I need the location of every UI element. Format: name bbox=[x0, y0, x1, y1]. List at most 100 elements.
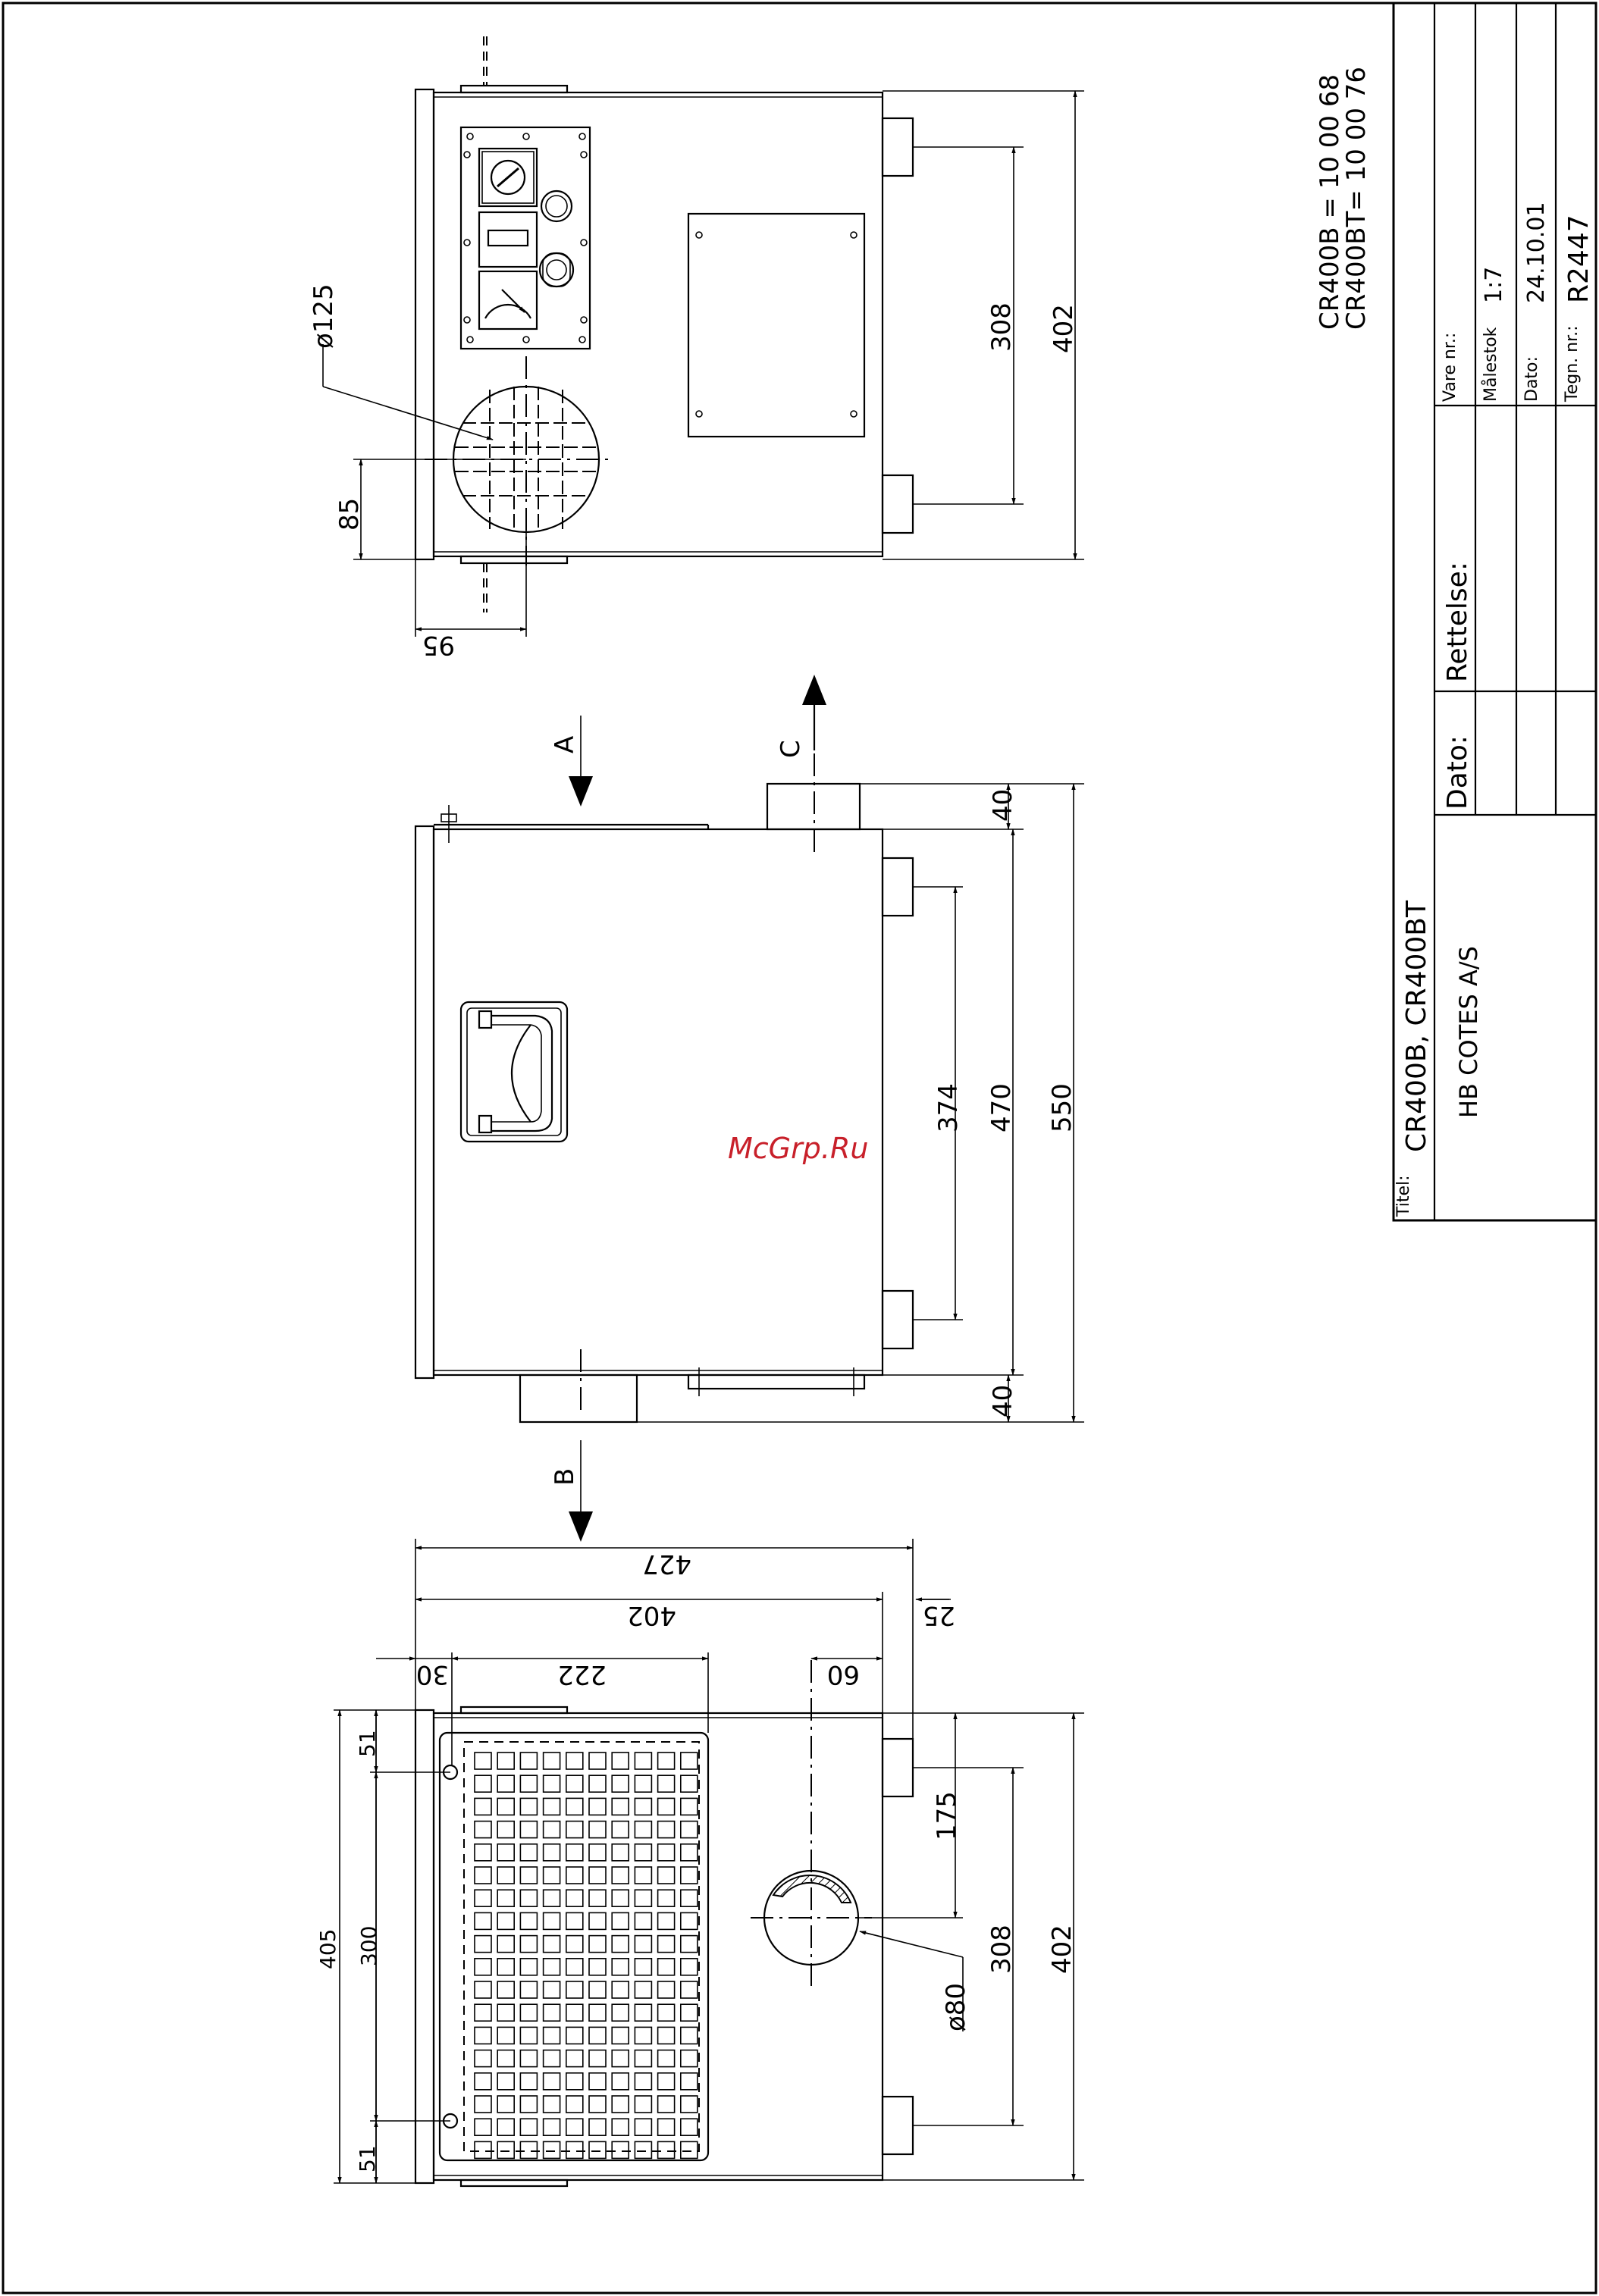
grille-cell bbox=[589, 1775, 606, 1792]
grille-cell bbox=[566, 1844, 583, 1861]
grille-cell bbox=[520, 2073, 537, 2090]
grille-cell bbox=[681, 1981, 698, 1998]
grille-cell bbox=[658, 1981, 675, 1998]
grille-cell bbox=[635, 2027, 651, 2044]
grille-cell bbox=[520, 1959, 537, 1975]
grille-cell bbox=[681, 2004, 698, 2021]
grille-cell bbox=[635, 1890, 651, 1906]
grille-cell bbox=[612, 1890, 629, 1906]
grille-cell bbox=[497, 1775, 514, 1792]
grille-cell bbox=[658, 1867, 675, 1884]
grille-cell bbox=[658, 2096, 675, 2113]
title-block: Vare nr.: Målestok 1:7 Dato: 24.10.01 Te… bbox=[1394, 3, 1596, 1220]
grille-cell bbox=[475, 1890, 491, 1906]
grille-cell bbox=[589, 2004, 606, 2021]
grille-cell bbox=[635, 1912, 651, 1929]
grille-cell bbox=[681, 2119, 698, 2135]
dim-374: 374 bbox=[933, 1083, 964, 1132]
dim-95: 95 bbox=[422, 630, 455, 660]
dim-dia-125: ø125 bbox=[309, 283, 339, 349]
grille-cell bbox=[520, 1798, 537, 1815]
malestok-value: 1:7 bbox=[1481, 267, 1507, 303]
dim-405: 405 bbox=[315, 1929, 340, 1969]
grille-cell bbox=[520, 1936, 537, 1953]
grille-cell bbox=[612, 1936, 629, 1953]
grille-cell bbox=[681, 1912, 698, 1929]
grille-cell bbox=[497, 2050, 514, 2067]
dim-550: 550 bbox=[1047, 1083, 1077, 1132]
grille-cell bbox=[635, 1936, 651, 1953]
grille-cell bbox=[544, 1844, 560, 1861]
grille-cell bbox=[635, 1867, 651, 1884]
dim-402-h: 402 bbox=[1047, 1925, 1077, 1974]
grille-cell bbox=[544, 2004, 560, 2021]
grille-cell bbox=[520, 2050, 537, 2067]
grille-cell bbox=[566, 1821, 583, 1838]
grille-cell bbox=[475, 2004, 491, 2021]
grille-cell bbox=[475, 2119, 491, 2135]
grille-cell bbox=[544, 2027, 560, 2044]
grille-cell bbox=[497, 1798, 514, 1815]
grille-cell bbox=[475, 1912, 491, 1929]
grille-cell bbox=[681, 2141, 698, 2158]
grille-cell bbox=[475, 2141, 491, 2158]
grille-cell bbox=[475, 1867, 491, 1884]
dim-30: 30 bbox=[416, 1659, 449, 1690]
grille-cell bbox=[589, 2119, 606, 2135]
dim-40-bottom: 40 bbox=[988, 1385, 1018, 1417]
grille-cell bbox=[658, 2004, 675, 2021]
grille-cell bbox=[612, 2096, 629, 2113]
grille-cell bbox=[658, 1912, 675, 1929]
grille-cell bbox=[475, 2027, 491, 2044]
grille-cell bbox=[681, 1753, 698, 1769]
model-code-1: CR400B = 10 00 68 bbox=[1315, 74, 1345, 330]
dim-51-bottom: 51 bbox=[355, 2145, 380, 2172]
grille-cell bbox=[497, 2141, 514, 2158]
grille-cell bbox=[589, 1867, 606, 1884]
drawing-title: CR400B, CR400BT bbox=[1401, 900, 1432, 1152]
grille-cell bbox=[658, 2050, 675, 2067]
grille-cell bbox=[612, 1775, 629, 1792]
grille-cell bbox=[497, 2027, 514, 2044]
company-name: HB COTES A/S bbox=[1454, 946, 1483, 1118]
grille-cell bbox=[658, 1775, 675, 1792]
grille-cell bbox=[520, 2004, 537, 2021]
grille-cell bbox=[589, 2027, 606, 2044]
grille-cell bbox=[497, 2096, 514, 2113]
grille-cell bbox=[566, 2096, 583, 2113]
grille-cell bbox=[475, 1981, 491, 1998]
grille-cell bbox=[520, 1844, 537, 1861]
grille-cell bbox=[544, 1912, 560, 1929]
grille-cell bbox=[520, 1821, 537, 1838]
grille-cell bbox=[681, 2096, 698, 2113]
grille-cell bbox=[681, 1775, 698, 1792]
grille-cell bbox=[658, 1890, 675, 1906]
dim-300: 300 bbox=[356, 1926, 381, 1966]
grille-cell bbox=[544, 2096, 560, 2113]
grille-cell bbox=[475, 1798, 491, 1815]
grille-cell bbox=[475, 1936, 491, 1953]
grille-cell bbox=[566, 1775, 583, 1792]
grille-cell bbox=[681, 1867, 698, 1884]
grille-cell bbox=[635, 1753, 651, 1769]
grille-cell bbox=[497, 1912, 514, 1929]
grille-cell bbox=[635, 2073, 651, 2090]
top-view: ø125 85 95 308 402 bbox=[309, 36, 1084, 660]
dim-308-h: 308 bbox=[986, 1925, 1017, 1974]
grille-cell bbox=[520, 2096, 537, 2113]
grille-cell bbox=[475, 1775, 491, 1792]
grille-cell bbox=[589, 1753, 606, 1769]
grille-cell bbox=[681, 1936, 698, 1953]
grille-cell bbox=[612, 1867, 629, 1884]
dato-value: 24.10.01 bbox=[1523, 202, 1550, 303]
grille-cell bbox=[544, 1798, 560, 1815]
grille-cell bbox=[681, 1798, 698, 1815]
dim-308-top: 308 bbox=[986, 302, 1017, 352]
grille-cell bbox=[566, 1936, 583, 1953]
grille-cell bbox=[497, 1753, 514, 1769]
grille-cell bbox=[681, 2027, 698, 2044]
grille-cell bbox=[475, 2096, 491, 2113]
grille-cell bbox=[681, 1821, 698, 1838]
grille-cell bbox=[475, 2050, 491, 2067]
grille-cell bbox=[658, 2141, 675, 2158]
